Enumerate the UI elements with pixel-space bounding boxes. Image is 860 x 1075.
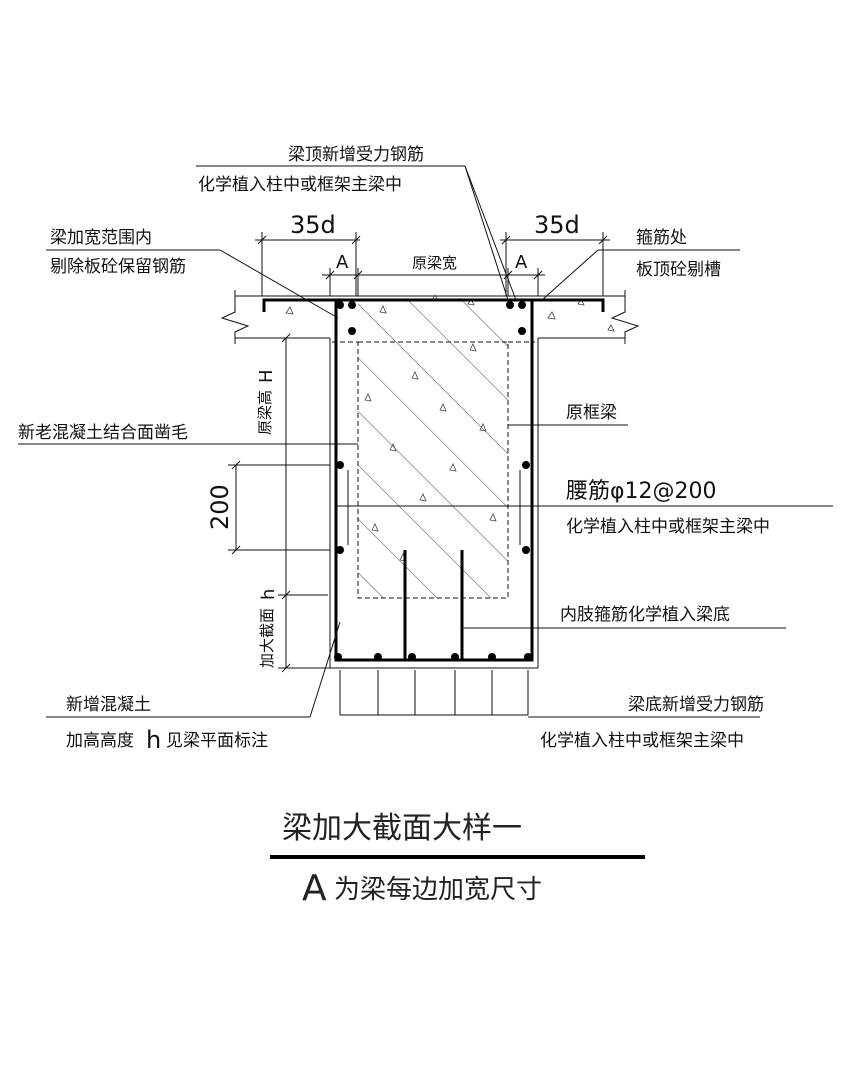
bottom-bar-tick-lines <box>339 670 529 716</box>
dim-anchor-left: 35d <box>290 211 336 239</box>
dim-widen-right: A <box>515 252 528 273</box>
label-stirrup-1: 箍筋处 <box>636 228 687 248</box>
label-new-concrete-1: 新增混凝土 <box>66 695 151 715</box>
label-stirrup-2: 板顶砼剔槽 <box>636 260 721 280</box>
title-sub-letter: A <box>302 868 327 909</box>
waist-rebars <box>336 461 530 554</box>
slab-break-left <box>220 290 250 344</box>
dim-anchor-right: 35d <box>534 211 580 239</box>
original-beam <box>332 298 535 599</box>
left-dimensions <box>228 333 330 673</box>
label-new-concrete-2: 加高高度 <box>66 731 134 751</box>
label-waist-bar-2: 化学植入柱中或框架主梁中 <box>566 517 770 537</box>
spacing-label: 200 <box>206 484 234 530</box>
label-widen-1: 梁加宽范围内 <box>50 228 152 248</box>
dim-widen-left: A <box>336 252 349 273</box>
label-new-concrete-sym: h <box>146 726 161 754</box>
enlarged-section <box>329 338 539 669</box>
label-orig-height: 原梁高 <box>256 390 274 435</box>
title-sub-text: 为梁每边加宽尺寸 <box>334 875 542 905</box>
dim-spacing: 200 <box>206 484 234 530</box>
label-add-height-sym: h <box>258 589 279 600</box>
top-dimensions <box>255 232 610 296</box>
add-height-label: 加大截面 h <box>258 589 279 668</box>
label-inner-stirrup: 内肢箍筋化学植入梁底 <box>560 605 730 625</box>
label-new-concrete-3: 见梁平面标注 <box>166 731 268 751</box>
label-widen-2: 剔除板砼保留钢筋 <box>50 257 186 277</box>
bottom-rebars <box>334 653 532 661</box>
label-bottom-bar-1: 梁底新增受力钢筋 <box>628 695 764 715</box>
leader-lines <box>18 165 833 718</box>
new-concrete-line-2: 加高高度 h 见梁平面标注 <box>66 726 268 754</box>
orig-height-label: 原梁高 H <box>256 369 277 435</box>
outer-stirrup <box>262 298 605 662</box>
inner-stirrup-legs <box>403 550 464 660</box>
slab-break-right <box>610 290 640 344</box>
drawing-title: 梁加大截面大样一 <box>282 811 522 846</box>
label-top-bar-2: 化学植入柱中或框架主梁中 <box>198 175 402 195</box>
beam-aggregate-marks <box>364 305 497 562</box>
label-waist-bar: 腰筋φ12@200 <box>566 479 717 504</box>
label-orig-height-sym: H <box>256 369 277 383</box>
label-orig-width: 原梁宽 <box>412 254 457 272</box>
label-orig-beam: 原框梁 <box>566 403 617 423</box>
label-bottom-bar-2: 化学植入柱中或框架主梁中 <box>540 731 744 751</box>
label-add-height: 加大截面 <box>258 608 276 668</box>
label-roughen: 新老混凝土结合面凿毛 <box>18 423 188 443</box>
top-rebars <box>336 301 526 335</box>
label-top-bar-1: 梁顶新增受力钢筋 <box>288 145 424 165</box>
